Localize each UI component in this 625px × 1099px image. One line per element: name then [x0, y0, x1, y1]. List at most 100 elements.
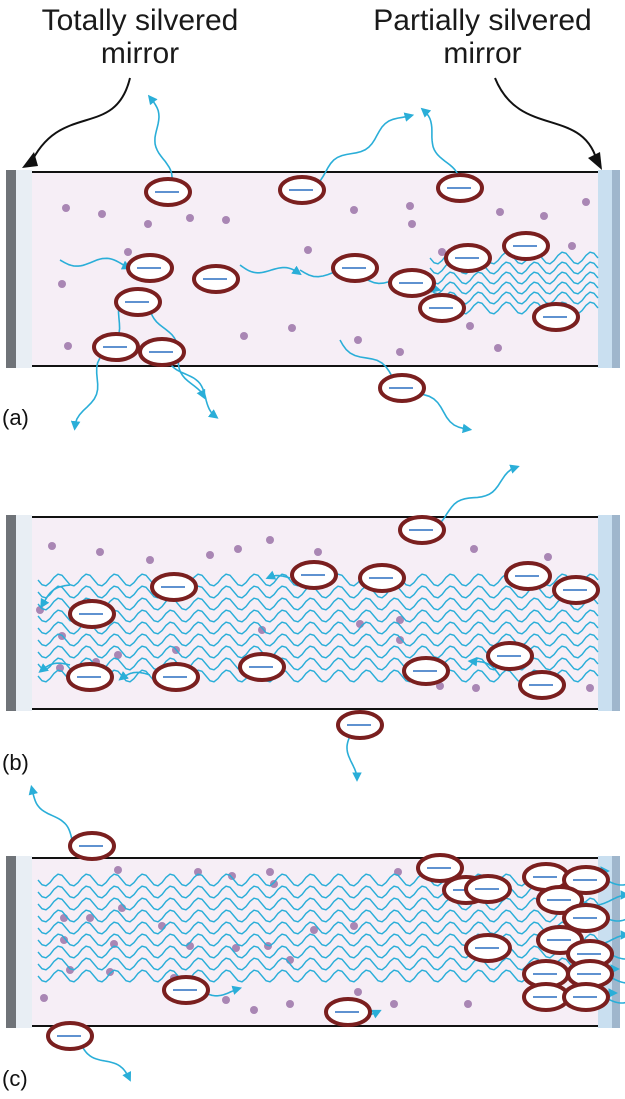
- light-wave: [37, 957, 599, 971]
- ground-atom: [222, 996, 230, 1004]
- photon-arrow: [299, 112, 415, 191]
- ground-atom: [390, 1000, 398, 1008]
- right-mirror-label: Partially silvered mirror: [350, 4, 615, 70]
- left-mirror-label-line1: Totally silvered: [41, 4, 239, 37]
- ground-atom: [124, 248, 132, 256]
- ground-atom: [464, 1000, 472, 1008]
- ground-atom: [396, 348, 404, 356]
- light-wave: [37, 597, 599, 611]
- left-mirror-glass: [16, 170, 32, 368]
- ground-atom: [496, 208, 504, 216]
- ground-atom: [206, 551, 214, 559]
- ground-atom: [582, 198, 590, 206]
- right-mirror-label-line2: mirror: [443, 37, 522, 70]
- ground-atom: [288, 324, 296, 332]
- ground-atom: [114, 651, 122, 659]
- ground-atom: [64, 342, 72, 350]
- photon-arrow: [38, 662, 71, 673]
- ground-atom: [146, 556, 154, 564]
- ground-atom: [228, 872, 236, 880]
- photon-arrow: [79, 1041, 132, 1082]
- ground-atom: [48, 542, 56, 550]
- ground-atom: [314, 548, 322, 556]
- ground-atom: [96, 548, 104, 556]
- photon-arrow: [605, 997, 625, 1004]
- ground-atom: [66, 966, 74, 974]
- ground-atom: [232, 944, 240, 952]
- photon-arrow: [118, 670, 151, 681]
- ground-atom: [350, 206, 358, 214]
- light-wave: [37, 669, 599, 683]
- photon-arrow: [346, 731, 362, 782]
- right-mirror: [598, 170, 612, 368]
- photon-arrow: [609, 953, 625, 960]
- light-wave: [37, 921, 599, 935]
- right-mirror-edge: [612, 856, 620, 1028]
- photon-arrow: [59, 257, 132, 270]
- photon-arrow: [605, 879, 625, 886]
- right-mirror-label-line1: Partially silvered: [373, 4, 592, 37]
- ground-atom: [222, 216, 230, 224]
- ground-atom: [58, 280, 66, 288]
- light-wave: [37, 933, 599, 947]
- ground-atom: [304, 246, 312, 254]
- left-mirror: [6, 170, 16, 368]
- left-mirror-label-line2: mirror: [100, 37, 180, 70]
- left-mirror-glass: [16, 515, 32, 711]
- ground-atom: [106, 968, 114, 976]
- ground-atom: [466, 322, 474, 330]
- left-label-pointer: [29, 77, 131, 166]
- ground-atom: [240, 332, 248, 340]
- ground-atom: [110, 940, 118, 948]
- photon-arrow: [467, 656, 501, 677]
- ground-atom: [62, 204, 70, 212]
- panel-c-label: (c): [2, 1066, 28, 1091]
- light-wave: [37, 969, 599, 983]
- light-wave: [37, 873, 599, 887]
- ground-atom: [544, 553, 552, 561]
- light-wave: [429, 271, 599, 285]
- ground-atom: [494, 344, 502, 352]
- photon-arrow: [611, 977, 625, 984]
- ground-atom: [286, 1000, 294, 1008]
- ground-atom: [354, 336, 362, 344]
- right-label-pointer-head: [588, 152, 602, 170]
- light-wave: [37, 633, 599, 647]
- right-mirror-edge: [612, 170, 620, 368]
- ground-atom: [194, 868, 202, 876]
- ground-atom: [60, 936, 68, 944]
- ground-atom: [586, 684, 594, 692]
- panel-b: [6, 464, 620, 782]
- ground-atom: [266, 868, 274, 876]
- light-wave: [37, 621, 599, 635]
- ground-atom: [114, 866, 122, 874]
- panel-b-label: (b): [2, 750, 29, 775]
- ground-atom: [354, 988, 362, 996]
- photon-arrow: [28, 784, 73, 841]
- ground-atom: [270, 880, 278, 888]
- ground-atom: [406, 202, 414, 210]
- left-mirror-label: Totally silvered mirror: [10, 4, 270, 70]
- ground-atom: [98, 210, 106, 218]
- ground-atom: [266, 536, 274, 544]
- ground-atom: [86, 914, 94, 922]
- right-mirror-edge: [612, 515, 620, 711]
- light-wave: [429, 281, 599, 295]
- photon-arrow: [265, 570, 291, 580]
- left-mirror: [6, 515, 16, 711]
- ground-atom: [186, 214, 194, 222]
- ground-atom: [144, 220, 152, 228]
- photon-arrow: [147, 94, 173, 191]
- left-mirror-glass: [16, 856, 32, 1028]
- ground-atom: [310, 926, 318, 934]
- ground-atom: [396, 636, 404, 644]
- ground-atom: [396, 616, 404, 624]
- ground-atom: [408, 220, 416, 228]
- ground-atom: [258, 626, 266, 634]
- photon-arrow: [70, 289, 131, 431]
- ground-atom: [438, 248, 446, 256]
- photon-arrow: [601, 915, 625, 922]
- left-label-pointer-head: [22, 152, 38, 168]
- photon-arrow: [40, 584, 71, 609]
